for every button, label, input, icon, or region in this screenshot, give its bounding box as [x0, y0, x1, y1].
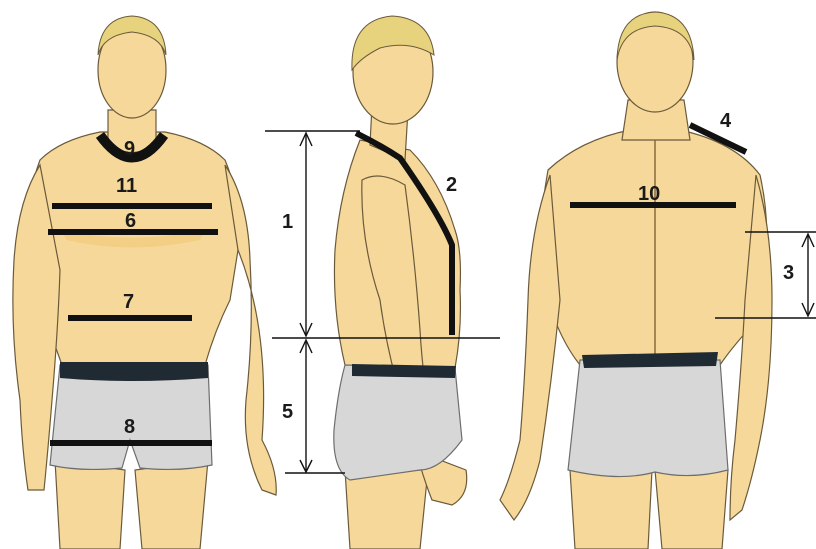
back-figure: [500, 12, 816, 549]
label-9: 9: [124, 138, 135, 160]
label-7: 7: [123, 291, 134, 313]
front-figure: [13, 16, 276, 549]
label-8: 8: [124, 416, 135, 438]
label-3: 3: [783, 262, 794, 284]
label-6: 6: [125, 210, 136, 232]
label-11: 11: [116, 175, 137, 197]
label-1: 1: [282, 211, 293, 233]
label-10: 10: [638, 183, 660, 205]
label-2: 2: [446, 174, 457, 196]
label-4: 4: [720, 110, 732, 132]
side-figure: [265, 16, 500, 549]
label-5: 5: [282, 401, 293, 423]
